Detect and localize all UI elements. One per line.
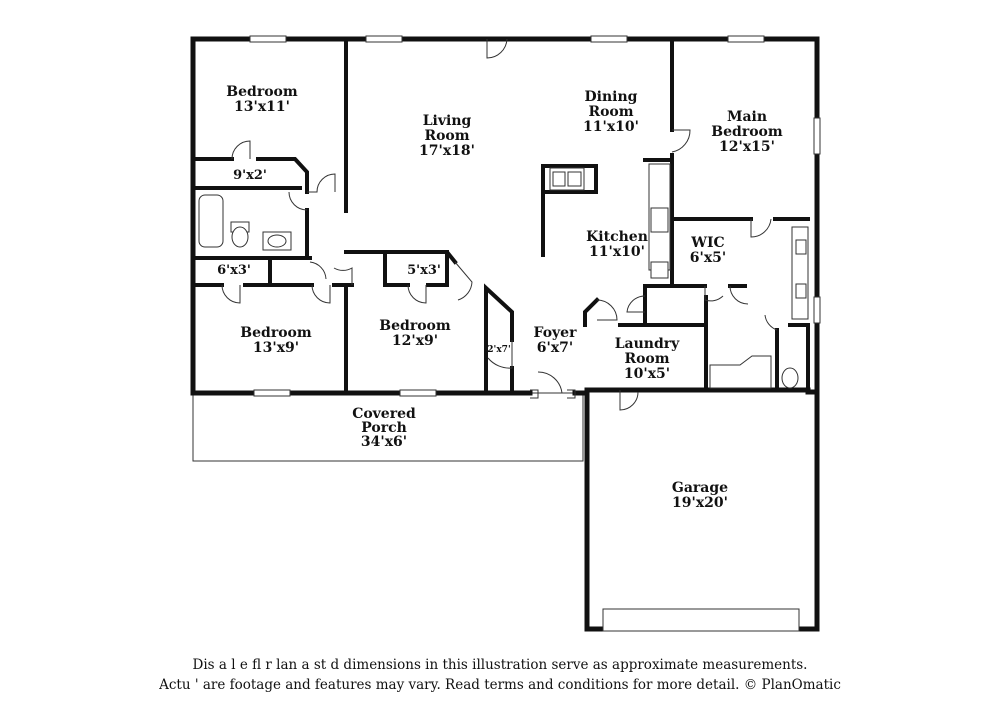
- bedroom-nw-dim: 13'x11': [234, 99, 290, 115]
- wic-dim: 6'x5': [690, 250, 726, 266]
- bedroom-sc-dim: 12'x9': [392, 333, 438, 349]
- covered-porch-dim: 34'x6': [361, 434, 407, 450]
- living-room-name-2: Room: [424, 128, 469, 144]
- garage-name: Garage: [672, 480, 728, 496]
- foyer-name: Foyer: [534, 325, 578, 341]
- disclaimer-line-1: Dis a l e fl r lan a st d dimensions in …: [192, 657, 808, 673]
- dining-room-dim: 11'x10': [583, 119, 639, 135]
- main-bedroom-dim: 12'x15': [719, 139, 775, 155]
- main-bedroom-name-2: Bedroom: [711, 124, 783, 140]
- wic-name: WIC: [690, 235, 724, 251]
- dining-room-name-2: Room: [588, 104, 633, 120]
- laundry-room-name-2: Room: [624, 351, 669, 367]
- bathtub-icon: [198, 194, 224, 248]
- living-room-name-1: Living: [423, 113, 472, 129]
- room-labels: Bedroom 13'x11' 9'x2' Living Room 17'x18…: [217, 84, 783, 511]
- bedroom-nw-name: Bedroom: [226, 84, 298, 100]
- toilet-icon-main: [781, 367, 799, 389]
- covered-porch-name-2: Porch: [361, 420, 407, 436]
- closet-w-dim: 6'x3': [217, 263, 251, 278]
- closet-c-dim: 5'x3': [407, 263, 441, 278]
- kitchen-dim: 11'x10': [589, 244, 645, 260]
- dining-room-name-1: Dining: [585, 89, 638, 105]
- closet-nw-dim: 9'x2': [233, 168, 267, 183]
- main-bedroom-name-1: Main: [727, 109, 767, 125]
- disclaimer: Dis a l e fl r lan a st d dimensions in …: [0, 655, 1000, 695]
- stove-icon: [650, 207, 669, 233]
- disclaimer-line-2: Actu ' are footage and features may vary…: [159, 677, 841, 693]
- covered-porch-name-1: Covered: [352, 406, 416, 422]
- closet-foyer-dim: 2'x7': [487, 345, 510, 355]
- foyer-dim: 6'x7': [537, 340, 573, 356]
- kitchen-name: Kitchen: [586, 229, 648, 245]
- shower-icon: [709, 355, 772, 389]
- fridge-icon: [650, 261, 669, 279]
- interior-walls: [191, 37, 810, 395]
- laundry-room-dim: 10'x5': [624, 366, 670, 382]
- living-room-dim: 17'x18': [419, 143, 475, 159]
- garage-dim: 19'x20': [672, 495, 728, 511]
- bedroom-sw-dim: 13'x9': [253, 340, 299, 356]
- fixtures: [198, 163, 809, 389]
- windows: [249, 35, 821, 632]
- laundry-room-name-1: Laundry: [615, 336, 680, 352]
- bedroom-sw-name: Bedroom: [240, 325, 312, 341]
- bedroom-sc-name: Bedroom: [379, 318, 451, 334]
- doors: [221, 38, 778, 411]
